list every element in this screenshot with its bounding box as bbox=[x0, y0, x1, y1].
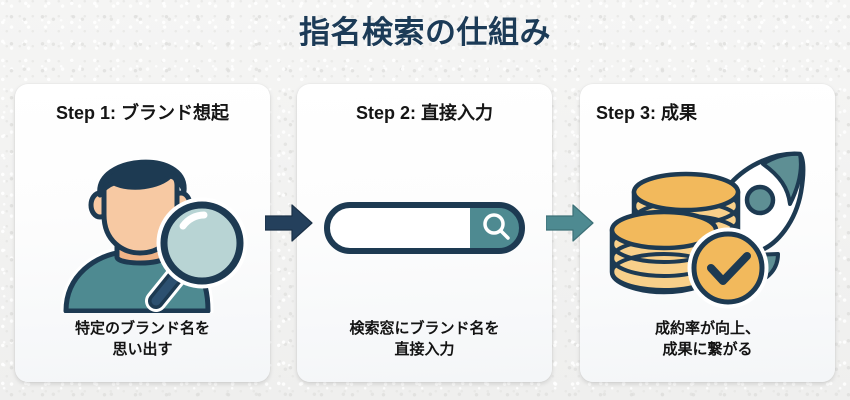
step-card-2-caption: 検索窓にブランド名を 直接入力 bbox=[349, 320, 500, 358]
step-card-3: Step 3: 成果 bbox=[580, 84, 835, 382]
step-card-3-title: Step 3: 成果 bbox=[596, 103, 698, 123]
step-card-3-illustration bbox=[580, 138, 835, 318]
arrow-right-icon bbox=[264, 204, 313, 242]
step-card-1: Step 1: ブランド想起 bbox=[15, 84, 270, 382]
person-with-magnifier-icon bbox=[60, 159, 247, 313]
search-icon bbox=[483, 213, 510, 240]
step-card-1-illustration bbox=[15, 138, 270, 318]
arrow-connector-2 bbox=[545, 203, 594, 243]
check-circle-icon bbox=[687, 227, 768, 308]
step-card-1-title: Step 1: ブランド想起 bbox=[55, 103, 229, 123]
step-card-2-illustration bbox=[297, 138, 552, 318]
search-bar-icon[interactable] bbox=[322, 198, 527, 258]
arrow-right-icon bbox=[545, 204, 594, 242]
arrow-connector-1 bbox=[264, 203, 313, 243]
page-title: 指名検索の仕組み bbox=[299, 15, 551, 50]
step-card-2: Step 2: 直接入力 検 bbox=[297, 84, 552, 382]
coins-rocket-check-icon bbox=[609, 151, 805, 308]
step-card-1-caption: 特定のブランド名を 思い出す bbox=[74, 320, 210, 358]
step-card-3-caption: 成約率が向上、 成果に繋がる bbox=[654, 320, 760, 358]
step-card-2-title: Step 2: 直接入力 bbox=[355, 103, 493, 123]
